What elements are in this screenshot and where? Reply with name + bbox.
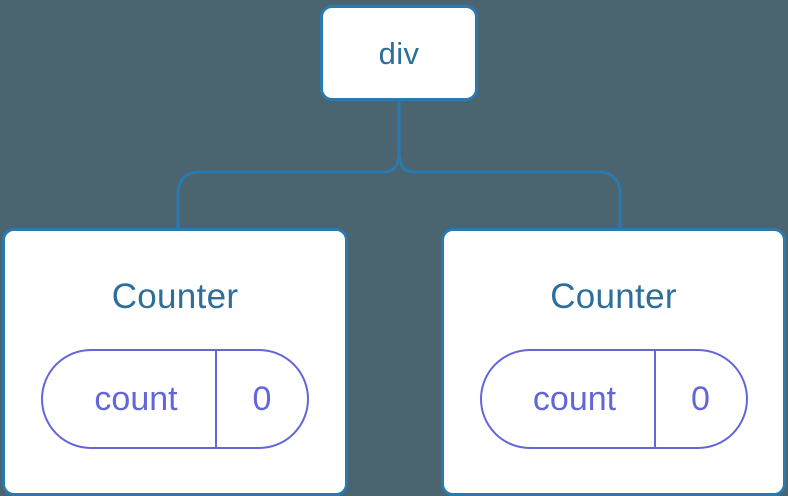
node-counter-left[interactable]: Counter count 0 [2, 228, 348, 496]
state-value-label: 0 [653, 351, 746, 447]
node-counter-right[interactable]: Counter count 0 [441, 228, 786, 496]
state-key-label: count [532, 380, 617, 418]
state-value-label: 0 [215, 351, 307, 447]
connector-root-to-right-child [397, 149, 622, 228]
connector-root-to-left-child [176, 149, 401, 228]
node-div-label: div [378, 35, 420, 71]
node-div[interactable]: div [320, 5, 478, 101]
state-key-label: count [94, 380, 178, 418]
state-pill-count-right[interactable]: count 0 [479, 349, 748, 449]
node-counter-left-label: Counter [111, 277, 239, 316]
node-counter-right-label: Counter [550, 277, 677, 316]
state-pill-count-left[interactable]: count 0 [41, 349, 309, 449]
